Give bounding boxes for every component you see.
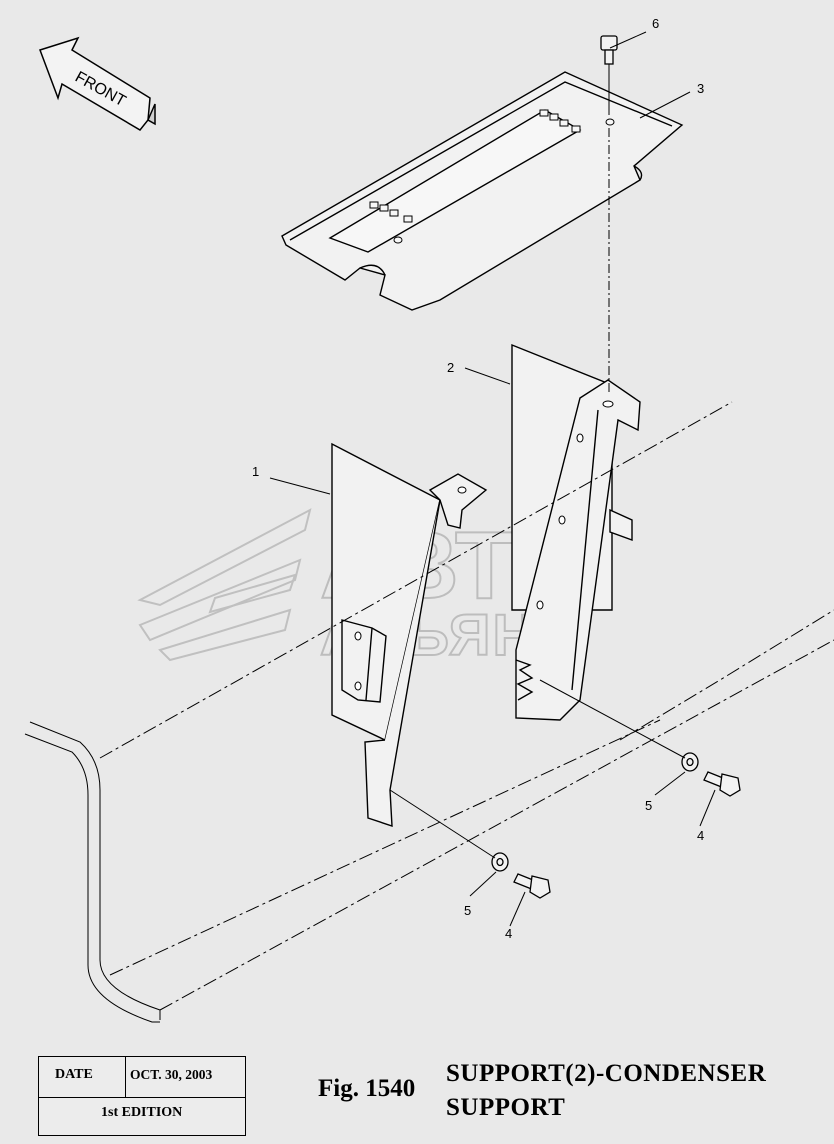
callout-5-left: 5 xyxy=(464,903,472,918)
callout-1: 1 xyxy=(252,464,260,479)
leader-lines xyxy=(269,31,716,927)
washer-left xyxy=(491,852,509,872)
support-right-holes xyxy=(536,400,614,610)
bolt-right xyxy=(703,771,741,797)
callout-5-right: 5 xyxy=(645,798,653,813)
date-label: DATE xyxy=(55,1067,93,1082)
watermark-logo xyxy=(137,508,312,662)
callout-6: 6 xyxy=(652,16,660,31)
bracket-left xyxy=(331,442,488,827)
bracket-left-holes xyxy=(354,486,467,691)
edition-label: 1st EDITION xyxy=(101,1105,183,1120)
figure-title-line-1: SUPPORT(2)-CONDENSER xyxy=(446,1060,767,1087)
bolt-left xyxy=(513,873,551,899)
title-block: DATE OCT. 30, 2003 1st EDITION xyxy=(38,1056,246,1136)
title-block-date-row: DATE OCT. 30, 2003 xyxy=(39,1057,245,1098)
figure-number: Fig. 1540 xyxy=(318,1075,416,1102)
bolt-top xyxy=(600,35,618,65)
front-arrow xyxy=(39,36,156,131)
callout-4-right: 4 xyxy=(697,828,705,843)
figure-title-line-2: SUPPORT xyxy=(446,1094,566,1121)
washer-right xyxy=(681,752,699,772)
callout-3: 3 xyxy=(697,81,705,96)
callout-2: 2 xyxy=(447,360,455,375)
support-right xyxy=(511,343,641,721)
top-plate xyxy=(281,71,684,311)
date-value: OCT. 30, 2003 xyxy=(130,1067,213,1082)
title-block-date-label-cell: DATE xyxy=(39,1057,126,1097)
frame-outline xyxy=(24,401,834,1023)
top-plate-holes xyxy=(369,109,615,244)
callout-4-left: 4 xyxy=(505,926,513,941)
